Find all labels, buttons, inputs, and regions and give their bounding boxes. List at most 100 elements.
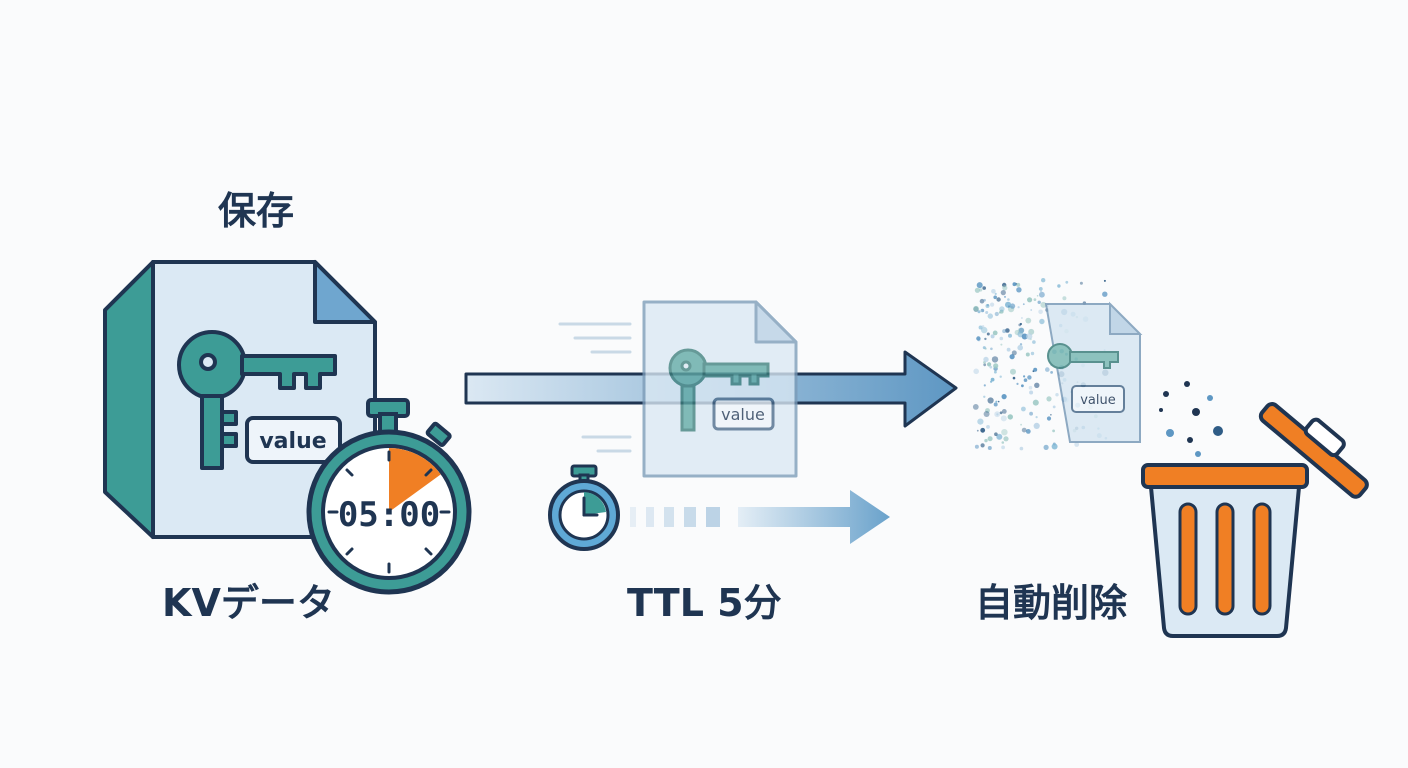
key-icon: [177, 330, 337, 470]
small-stopwatch-icon: [548, 464, 620, 551]
moving-value-tag-text: value: [721, 405, 765, 424]
particle: [999, 306, 1005, 312]
particle: [990, 377, 995, 382]
particle: [994, 292, 997, 295]
particle: [1038, 309, 1043, 315]
particle: [996, 413, 999, 416]
particle: [1065, 280, 1069, 284]
particle: [990, 302, 995, 307]
particle: [983, 384, 986, 387]
particle: [994, 411, 1001, 418]
particle: [978, 325, 983, 330]
particle: [1037, 300, 1041, 304]
particle: [1007, 305, 1011, 308]
particle: [1020, 317, 1023, 319]
particle: [979, 298, 985, 304]
particle: [1006, 347, 1011, 352]
particle: [1050, 414, 1052, 416]
dissolving-document-icon: value: [972, 278, 1143, 451]
particle: [1011, 350, 1017, 356]
particle: [1033, 367, 1038, 372]
particle: [983, 411, 990, 417]
particle: [980, 310, 983, 312]
particle: [1016, 287, 1022, 293]
particle: [1041, 278, 1046, 283]
particle: [1007, 414, 1013, 420]
particle: [980, 443, 985, 448]
particle: [994, 370, 997, 374]
particle: [982, 286, 986, 290]
particle: [973, 368, 979, 375]
particle: [1032, 340, 1036, 344]
particle: [1019, 343, 1023, 346]
particle: [1016, 382, 1019, 385]
particle: [991, 356, 999, 363]
particle: [1021, 333, 1028, 340]
particle: [990, 334, 995, 339]
particle: [1103, 279, 1106, 282]
particle: [1009, 354, 1015, 360]
particle: [1029, 411, 1033, 416]
particle: [1001, 429, 1008, 436]
particle: [1007, 298, 1010, 301]
particle: [1026, 333, 1033, 340]
particle: [986, 332, 990, 336]
particle: [983, 363, 987, 367]
particle: [1023, 378, 1028, 383]
particle: [995, 400, 998, 403]
particle: [983, 298, 986, 302]
particle: [976, 429, 979, 432]
particle: [1036, 295, 1039, 297]
stopwatch-icon: 05:00: [306, 398, 472, 595]
particle: [1039, 318, 1045, 325]
particle: [1040, 290, 1042, 293]
particle: [990, 347, 993, 351]
particle: [1039, 291, 1045, 298]
particle: [981, 326, 988, 334]
particle: [1046, 396, 1052, 402]
time-flow-arrow-icon: [630, 490, 890, 544]
particle: [1030, 351, 1035, 356]
ttl-label: TTL 5分: [627, 581, 782, 625]
particle: [1055, 393, 1059, 397]
particle: [976, 336, 981, 341]
particle: [1000, 290, 1006, 296]
particle: [983, 356, 989, 363]
particle: [977, 310, 981, 314]
particle: [1027, 297, 1033, 303]
particle: [1027, 375, 1032, 380]
particle: [1057, 284, 1061, 288]
timer-display: 05:00: [338, 495, 440, 535]
particle: [1016, 282, 1021, 287]
particle: [1030, 309, 1033, 311]
particle: [978, 288, 983, 292]
particle: [1017, 306, 1020, 309]
particle: [1043, 444, 1049, 450]
particle: [1028, 385, 1033, 390]
value-tag-text: value: [259, 429, 326, 454]
particle: [1025, 317, 1032, 324]
dissolving-value-tag-text: value: [1080, 393, 1116, 408]
particle: [1020, 423, 1022, 426]
particle: [1021, 427, 1027, 433]
particle: [1001, 394, 1007, 400]
particle: [994, 311, 999, 317]
particle: [1045, 367, 1050, 372]
particle: [999, 375, 1002, 378]
save-label: 保存: [218, 189, 295, 233]
particle: [985, 311, 989, 314]
particle: [990, 380, 993, 383]
particle: [1023, 375, 1026, 378]
particle: [1062, 296, 1067, 301]
particle: [1003, 436, 1009, 442]
particle: [989, 365, 993, 369]
particle: [987, 397, 994, 404]
particle: [993, 295, 997, 300]
auto-delete-label: 自動削除: [975, 581, 1128, 625]
kv-data-label: KVデータ: [162, 581, 335, 625]
particle: [1051, 443, 1058, 450]
speed-lines: [558, 322, 632, 453]
particle: [997, 400, 1000, 403]
particle: [1000, 343, 1003, 346]
particle: [986, 425, 990, 429]
